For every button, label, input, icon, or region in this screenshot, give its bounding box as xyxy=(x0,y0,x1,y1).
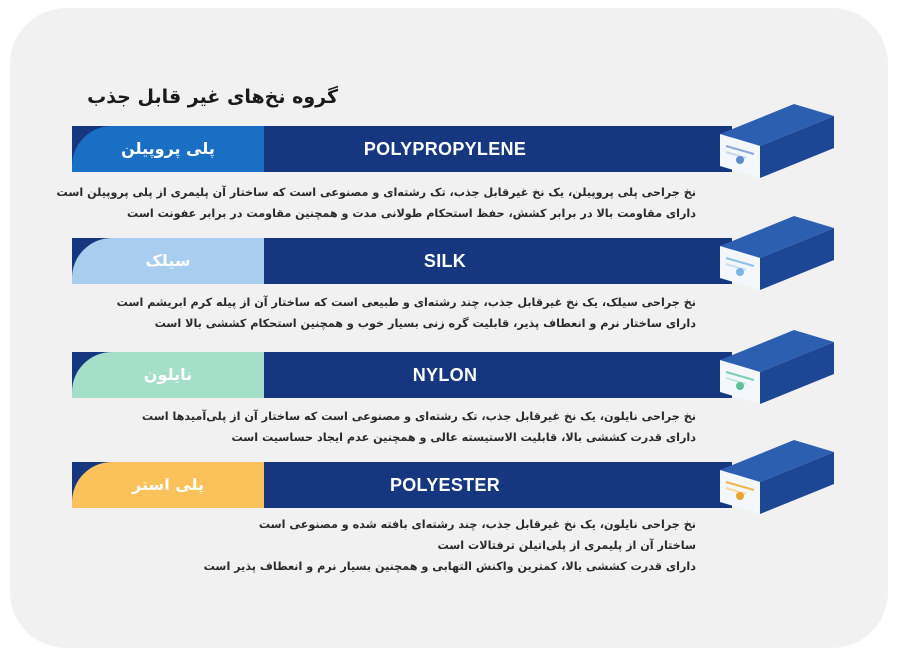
description-line: نخ جراحی نایلون، یک نخ غیرقابل جذب، چند … xyxy=(258,518,696,531)
suture-package-box-icon xyxy=(720,104,834,178)
description-line: دارای ساختار نرم و انعطاف پذیر، قابلیت گ… xyxy=(154,317,696,330)
suture-package-box-icon xyxy=(720,330,834,404)
description-line: نخ جراحی سیلک، یک نخ غیرقابل جذب، چند رش… xyxy=(116,296,696,309)
label-fa-pill: پلی استر xyxy=(72,462,264,508)
suture-package-box-icon xyxy=(720,440,834,514)
label-en: SILK xyxy=(423,251,467,271)
page-title: گروه نخ‌های غیر قابل جذب xyxy=(87,86,338,108)
description: نخ جراحی نایلون، یک نخ غیرقابل جذب، تک ر… xyxy=(120,406,696,448)
description: نخ جراحی نایلون، یک نخ غیرقابل جذب، چند … xyxy=(120,514,696,577)
suture-package-box-icon xyxy=(720,216,834,290)
description-line: نخ جراحی پلی پروپیلن، یک نخ غیرقابل جذب،… xyxy=(56,186,697,199)
label-en: POLYPROPYLENE xyxy=(363,139,527,159)
description-line: ساختار آن از پلیمری از پلی‌اتیلن ترفتالا… xyxy=(437,539,696,552)
label-en: NYLON xyxy=(412,365,478,385)
background-card xyxy=(10,8,888,648)
label-fa-pill: سیلک xyxy=(72,238,264,284)
label-fa-pill: نایلون xyxy=(72,352,264,398)
description-line: دارای مقاومت بالا در برابر کشش، حفظ استح… xyxy=(127,207,696,220)
description-line: نخ جراحی نایلون، یک نخ غیرقابل جذب، تک ر… xyxy=(141,410,696,423)
description-line: دارای قدرت کششی بالا، قابلیت الاستیسته ع… xyxy=(231,431,696,444)
label-fa-pill: پلی پروپیلن xyxy=(72,126,264,172)
label-en: POLYESTER xyxy=(389,475,501,495)
description: نخ جراحی پلی پروپیلن، یک نخ غیرقابل جذب،… xyxy=(56,182,697,224)
description: نخ جراحی سیلک، یک نخ غیرقابل جذب، چند رش… xyxy=(116,292,696,334)
description-line: دارای قدرت کششی بالا، کمترین واکنش التها… xyxy=(203,560,696,573)
